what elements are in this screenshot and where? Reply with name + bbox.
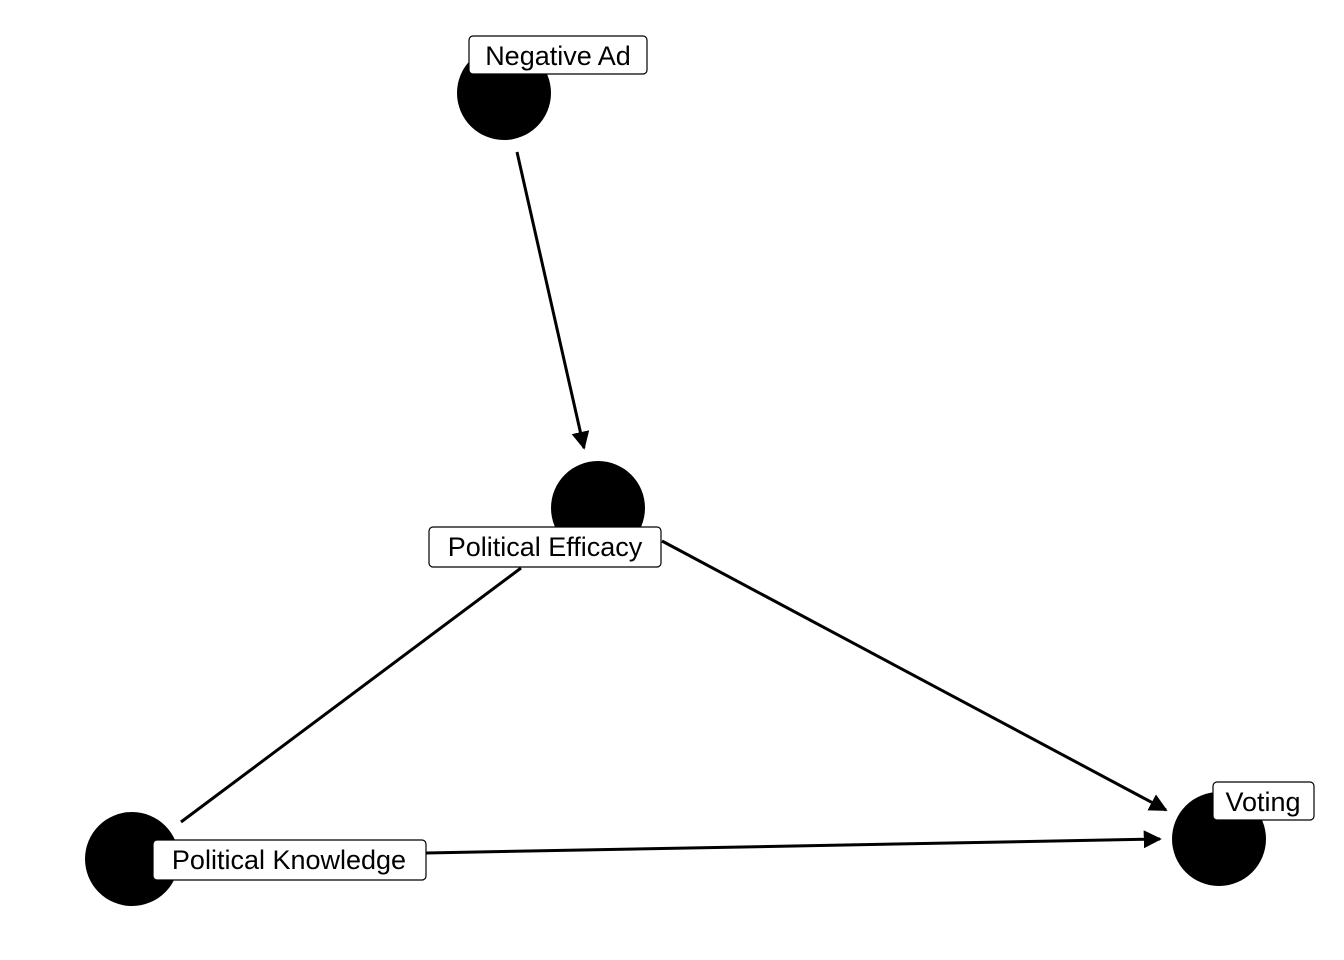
label-political-efficacy: Political Efficacy [428, 526, 662, 568]
nodes-group [85, 46, 1266, 906]
labels-group: Negative Ad Political Efficacy Political… [152, 35, 1315, 881]
edge-political-efficacy-political-knowledge [180, 566, 522, 824]
edges-group [180, 151, 1168, 855]
edge-political-efficacy-to-voting [661, 539, 1168, 812]
node-political-knowledge [85, 812, 179, 906]
label-text-voting: Voting [1225, 787, 1300, 817]
edge-negative-ad-to-political-efficacy [515, 151, 590, 450]
edge-political-knowledge-to-voting [425, 830, 1162, 855]
label-text-political-efficacy: Political Efficacy [448, 532, 643, 562]
label-box-negative-ad [468, 35, 648, 75]
label-voting: Voting [1212, 781, 1315, 821]
label-text-political-knowledge: Political Knowledge [172, 845, 406, 875]
label-box-political-efficacy [428, 526, 662, 568]
label-text-negative-ad: Negative Ad [485, 41, 631, 71]
label-negative-ad: Negative Ad [468, 35, 648, 75]
label-box-voting [1212, 781, 1315, 821]
label-box-political-knowledge [152, 839, 427, 881]
label-political-knowledge: Political Knowledge [152, 839, 427, 881]
